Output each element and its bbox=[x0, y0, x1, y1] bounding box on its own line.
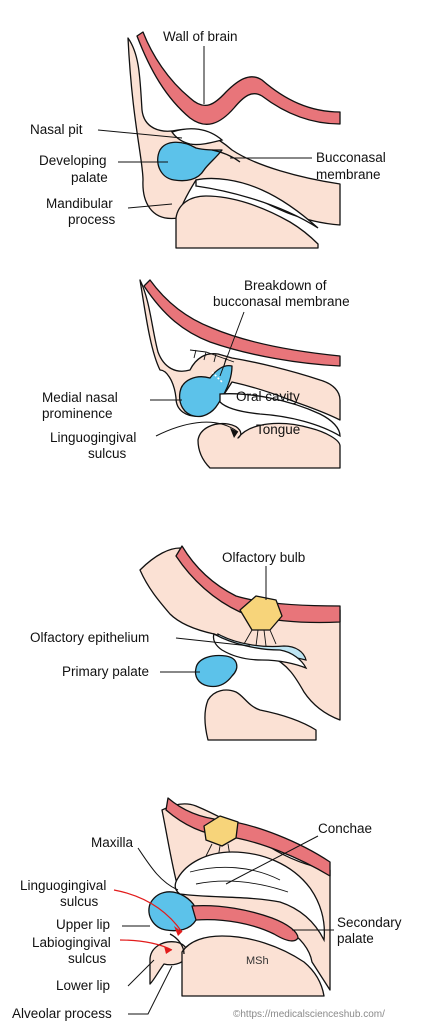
panel3-olfactory-hatching bbox=[243, 629, 277, 647]
panel4-upper-lip-fold bbox=[169, 933, 185, 955]
watermark: ©https://medicalscienceshub.com/ bbox=[233, 1009, 385, 1020]
panel1-developing-palate bbox=[157, 141, 223, 182]
panel1-oral-groove bbox=[195, 177, 319, 229]
panel2-nasal-hatching bbox=[189, 349, 235, 367]
label-mandibular-1: Mandibular bbox=[46, 196, 113, 211]
label-olfactory-epithelium: Olfactory epithelium bbox=[30, 630, 149, 645]
label-mandibular-2: process bbox=[68, 212, 116, 227]
panel4-leader-conchae bbox=[225, 835, 319, 885]
panel2-sulcus-arrowhead bbox=[230, 428, 238, 438]
label-alveolar-process: Alveolar process bbox=[12, 1006, 112, 1021]
label-bucconasal-2: membrane bbox=[316, 167, 381, 182]
panel1-nasal-pit-cavity bbox=[170, 128, 224, 146]
panel1-brain-wall bbox=[136, 31, 341, 125]
label-linguogingival-2: sulcus bbox=[88, 446, 127, 461]
label-developing-2: palate bbox=[71, 170, 108, 185]
panel2-leader-linguogingival bbox=[155, 421, 239, 437]
panel3-nasal-cavity bbox=[212, 633, 308, 670]
panel-3-primary-palate: Olfactory bulb Olfactory epithelium Prim… bbox=[30, 545, 341, 741]
panel4-conchae-2 bbox=[195, 880, 289, 893]
label-linguogingival-1: Linguogingival bbox=[50, 430, 136, 445]
label-nasal-pit: Nasal pit bbox=[30, 122, 83, 137]
label-bucconasal-1: Bucconasal bbox=[316, 150, 386, 165]
panel3-primary-palate bbox=[194, 654, 238, 688]
panel4-arrow-labiogingival-head bbox=[164, 946, 172, 954]
panel2-oral-cavity bbox=[219, 393, 341, 438]
panel-4-secondary-palate: Maxilla Conchae Linguogingival sulcus Up… bbox=[12, 797, 402, 1021]
artist-signature: MSh bbox=[246, 955, 269, 967]
panel4-secondary-palate-shelf bbox=[191, 904, 299, 942]
panel1-bucconasal-membrane bbox=[211, 149, 241, 163]
panel3-lower-jaw bbox=[204, 689, 317, 741]
label-lower-lip: Lower lip bbox=[56, 978, 110, 993]
panel4-leader-alveolar bbox=[128, 965, 173, 1015]
panel1-leader-mandibular bbox=[127, 203, 173, 209]
panel4-arrow-linguogingival-head bbox=[174, 926, 182, 936]
label-secondary-2: palate bbox=[337, 931, 374, 946]
panel1-leader-nasal-pit bbox=[97, 129, 183, 139]
panel4-tongue-mass bbox=[181, 935, 325, 997]
panel2-leader-breakdown bbox=[219, 311, 245, 377]
label-developing-1: Developing bbox=[39, 153, 107, 168]
label-labiogingival-2: sulcus bbox=[68, 951, 107, 966]
panel4-olfactory-bulb bbox=[203, 815, 239, 847]
label-primary-palate: Primary palate bbox=[62, 664, 149, 679]
panel2-brain-wall bbox=[143, 279, 341, 367]
label-upper-lip: Upper lip bbox=[56, 917, 110, 932]
panel1-mandibular-process bbox=[175, 195, 319, 249]
label-maxilla: Maxilla bbox=[91, 835, 134, 850]
label-wall-of-brain: Wall of brain bbox=[163, 29, 238, 44]
label-linguogingival-1-p4: Linguogingival bbox=[20, 878, 106, 893]
label-oral-cavity: Oral cavity bbox=[236, 389, 300, 404]
panel-1-developing-palate: Wall of brain Nasal pit Developing palat… bbox=[30, 29, 386, 249]
label-tongue: Tongue bbox=[256, 422, 300, 437]
label-olfactory-bulb: Olfactory bulb bbox=[222, 550, 305, 565]
panel4-leader-lower-lip bbox=[127, 959, 155, 987]
panel4-leader-maxilla bbox=[137, 847, 179, 891]
label-medial-nasal-1: Medial nasal bbox=[42, 390, 118, 405]
label-linguogingival-2-p4: sulcus bbox=[60, 894, 99, 909]
label-breakdown-2: bucconasal membrane bbox=[213, 294, 350, 309]
label-conchae: Conchae bbox=[318, 821, 372, 836]
label-medial-nasal-2: prominence bbox=[42, 406, 113, 421]
panel-2-bucconasal-breakdown: Breakdown of bucconasal membrane Medial … bbox=[42, 278, 350, 469]
panel4-arrow-linguogingival bbox=[113, 889, 183, 933]
label-secondary-1: Secondary bbox=[337, 915, 402, 930]
label-breakdown-1: Breakdown of bbox=[244, 278, 327, 293]
panel3-leader-epithelium bbox=[175, 637, 251, 647]
label-labiogingival-1: Labiogingival bbox=[32, 935, 111, 950]
panel4-conchae-1 bbox=[189, 866, 281, 881]
